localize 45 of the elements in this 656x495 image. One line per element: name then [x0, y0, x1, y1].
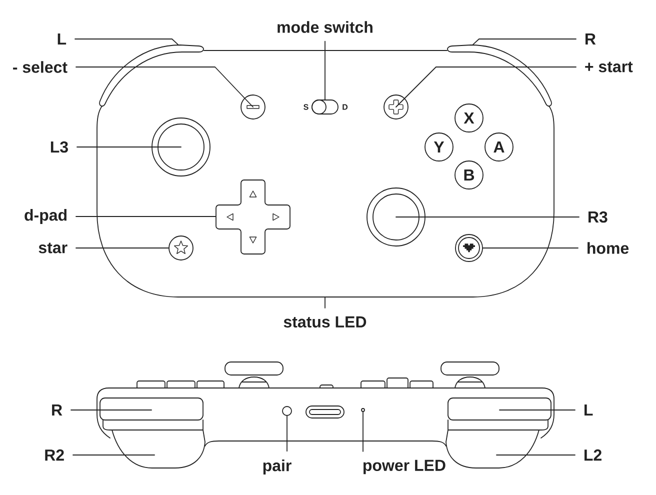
shoulder-button [100, 398, 204, 420]
leader-line [72, 454, 155, 456]
leader-line [396, 216, 580, 218]
leader-line [324, 40, 326, 100]
leader-line [76, 216, 216, 217]
face-button: X [454, 104, 484, 132]
switch-position-label: D [342, 104, 348, 110]
thumbstick [366, 188, 426, 246]
leader-line [76, 146, 182, 148]
switch-position-label: S [304, 104, 308, 110]
face-button: Y [424, 132, 454, 162]
callout-label: - select [13, 61, 68, 73]
pair-button [282, 406, 292, 416]
callout-label: home [588, 242, 629, 254]
leader-line [362, 412, 364, 452]
callout-label: R [586, 34, 596, 44]
leader-line [472, 38, 576, 45]
shoulder-button [99, 44, 204, 107]
leader-line [496, 454, 576, 456]
leader-line [74, 38, 178, 45]
leader-line [286, 416, 288, 452]
leader-line [396, 66, 576, 108]
callout-label: power LED [364, 460, 446, 474]
face-button: A [484, 132, 514, 162]
callout-label: R3 [588, 211, 608, 223]
shoulder-button [448, 398, 552, 420]
callout-label: R2 [45, 449, 64, 461]
callout-label: mode switch [278, 21, 372, 33]
trigger [446, 420, 548, 468]
leader-line [324, 296, 326, 308]
thumbstick [152, 118, 210, 176]
callout-label: L [584, 404, 593, 416]
callout-label: d-pad [24, 209, 66, 224]
leader-line [76, 66, 254, 108]
face-button: B [454, 160, 484, 190]
callout-label: pair [263, 460, 292, 474]
callout-label: star [38, 242, 68, 254]
callout-label: L [58, 34, 66, 44]
callout-label: L2 [584, 449, 602, 461]
callout-label: status LED [284, 316, 366, 328]
callout-label: + start [585, 62, 633, 72]
shoulder-button [447, 44, 552, 107]
callout-label: L3 [50, 141, 68, 153]
callout-label: R [52, 404, 62, 416]
trigger [102, 420, 206, 468]
